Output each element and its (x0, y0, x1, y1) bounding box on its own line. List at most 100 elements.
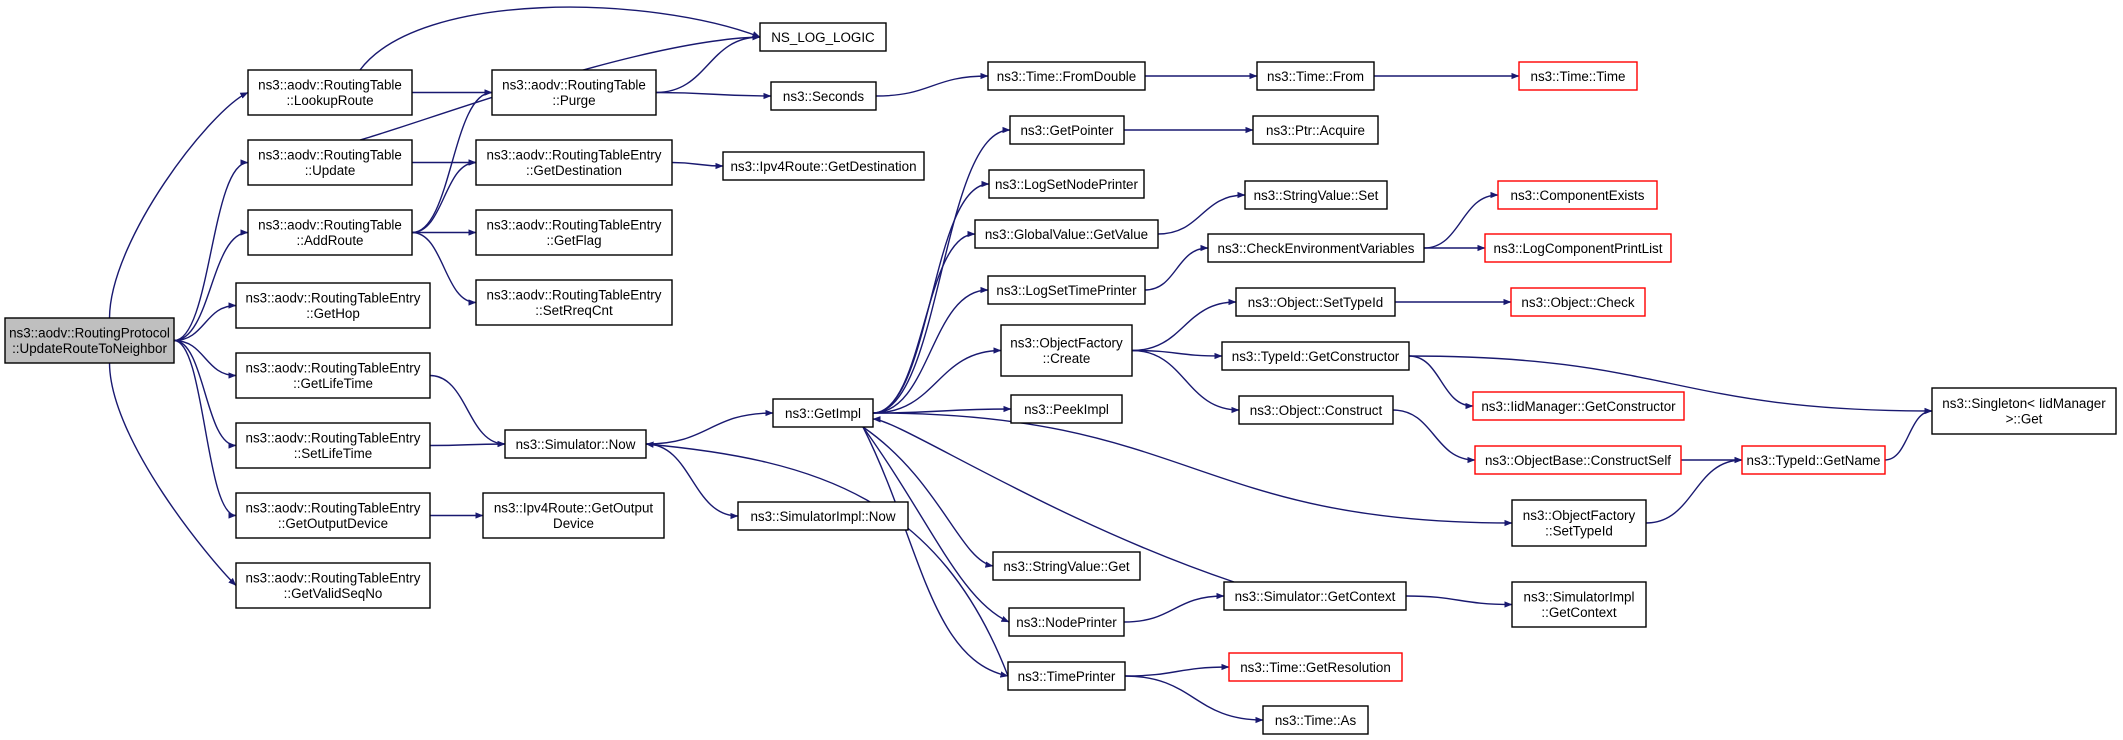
graph-node-box[interactable] (1262, 705, 1369, 735)
graph-node-root[interactable]: ns3::aodv::RoutingProtocol::UpdateRouteT… (4, 317, 175, 364)
graph-node-box[interactable] (722, 151, 925, 181)
graph-node-box[interactable] (1484, 233, 1672, 263)
graph-node-getlifetime[interactable]: ns3::aodv::RoutingTableEntry::GetLifeTim… (235, 352, 431, 399)
graph-node-checkenv[interactable]: ns3::CheckEnvironmentVariables (1207, 233, 1425, 263)
graph-node-box[interactable] (247, 69, 413, 116)
graph-node-box[interactable] (491, 69, 657, 116)
graph-node-box[interactable] (1207, 233, 1425, 263)
graph-node-box[interactable] (1511, 581, 1647, 628)
graph-node-box[interactable] (475, 209, 673, 256)
graph-node-box[interactable] (235, 562, 431, 609)
graph-node-timefrom[interactable]: ns3::Time::From (1256, 61, 1375, 91)
graph-node-box[interactable] (1510, 287, 1646, 317)
graph-node-box[interactable] (482, 492, 665, 539)
graph-node-typeidgetctor[interactable]: ns3::TypeId::GetConstructor (1221, 341, 1410, 371)
graph-node-box[interactable] (1518, 61, 1638, 91)
graph-node-lookup[interactable]: ns3::aodv::RoutingTable::LookupRoute (247, 69, 413, 116)
graph-node-update[interactable]: ns3::aodv::RoutingTable::Update (247, 139, 413, 186)
graph-node-box[interactable] (235, 282, 431, 329)
graph-node-nslog[interactable]: NS_LOG_LOGIC (759, 22, 887, 52)
graph-node-box[interactable] (504, 429, 647, 459)
graph-node-box[interactable] (770, 81, 877, 111)
graph-node-box[interactable] (247, 139, 413, 186)
graph-node-box[interactable] (235, 492, 431, 539)
graph-node-ofsettypeid[interactable]: ns3::ObjectFactory::SetTypeId (1511, 499, 1647, 547)
graph-node-objcheck[interactable]: ns3::Object::Check (1510, 287, 1646, 317)
graph-node-addroute[interactable]: ns3::aodv::RoutingTable::AddRoute (247, 209, 413, 256)
graph-node-objbasector[interactable]: ns3::ObjectBase::ConstructSelf (1474, 445, 1682, 475)
graph-node-box[interactable] (1010, 394, 1123, 424)
graph-node-svset[interactable]: ns3::StringValue::Set (1244, 180, 1388, 210)
graph-node-iidgetctor[interactable]: ns3::IidManager::GetConstructor (1472, 391, 1685, 421)
graph-node-box[interactable] (1256, 61, 1375, 91)
graph-node-ipv4outdev[interactable]: ns3::Ipv4Route::GetOutputDevice (482, 492, 665, 539)
graph-node-singleton[interactable]: ns3::Singleton< IidManager>::Get (1931, 387, 2117, 435)
graph-node-peekimpl[interactable]: ns3::PeekImpl (1010, 394, 1123, 424)
graph-node-getdest[interactable]: ns3::aodv::RoutingTableEntry::GetDestina… (475, 139, 673, 186)
graph-node-box[interactable] (1472, 391, 1685, 421)
graph-node-box[interactable] (247, 209, 413, 256)
graph-node-simgetcontext[interactable]: ns3::Simulator::GetContext (1223, 581, 1407, 611)
graph-node-box[interactable] (974, 219, 1159, 249)
graph-node-box[interactable] (1474, 445, 1682, 475)
graph-node-box[interactable] (1235, 287, 1396, 317)
graph-node-objsettypeid[interactable]: ns3::Object::SetTypeId (1235, 287, 1396, 317)
graph-node-box[interactable] (1223, 581, 1407, 611)
graph-node-ofcreate[interactable]: ns3::ObjectFactory::Create (1000, 324, 1133, 377)
graph-node-box[interactable] (988, 169, 1145, 199)
graph-node-getimpl[interactable]: ns3::GetImpl (772, 398, 874, 428)
graph-node-seconds[interactable]: ns3::Seconds (770, 81, 877, 111)
graph-node-setlifetime[interactable]: ns3::aodv::RoutingTableEntry::SetLifeTim… (235, 422, 431, 469)
graph-node-box[interactable] (772, 398, 874, 428)
graph-node-compexists[interactable]: ns3::ComponentExists (1497, 180, 1658, 210)
graph-node-box[interactable] (1228, 652, 1403, 682)
graph-node-box[interactable] (737, 501, 909, 531)
graph-node-logtimeprinter[interactable]: ns3::LogSetTimePrinter (987, 275, 1146, 305)
graph-node-gettimeres[interactable]: ns3::Time::GetResolution (1228, 652, 1403, 682)
graph-node-box[interactable] (235, 352, 431, 399)
graph-node-getpointer[interactable]: ns3::GetPointer (1009, 115, 1125, 145)
graph-node-simnow[interactable]: ns3::Simulator::Now (504, 429, 647, 459)
graph-node-timeas[interactable]: ns3::Time::As (1262, 705, 1369, 735)
graph-node-box[interactable] (987, 61, 1146, 91)
graph-node-box[interactable] (992, 551, 1141, 581)
graph-node-setrreq[interactable]: ns3::aodv::RoutingTableEntry::SetRreqCnt (475, 279, 673, 326)
graph-node-box[interactable] (1931, 387, 2117, 435)
graph-node-box[interactable] (1221, 341, 1410, 371)
graph-node-box[interactable] (1009, 115, 1125, 145)
graph-node-objconstruct[interactable]: ns3::Object::Construct (1238, 395, 1394, 425)
graph-node-box[interactable] (1007, 661, 1126, 691)
graph-node-box[interactable] (1511, 499, 1647, 547)
graph-node-ipv4dest[interactable]: ns3::Ipv4Route::GetDestination (722, 151, 925, 181)
graph-node-box[interactable] (1497, 180, 1658, 210)
graph-node-fromdouble[interactable]: ns3::Time::FromDouble (987, 61, 1146, 91)
graph-node-svget[interactable]: ns3::StringValue::Get (992, 551, 1141, 581)
graph-node-box[interactable] (475, 279, 673, 326)
graph-node-logcompprint[interactable]: ns3::LogComponentPrintList (1484, 233, 1672, 263)
graph-node-getoutdev[interactable]: ns3::aodv::RoutingTableEntry::GetOutputD… (235, 492, 431, 539)
graph-node-box[interactable] (475, 139, 673, 186)
graph-node-box[interactable] (235, 422, 431, 469)
graph-node-box[interactable] (4, 317, 175, 364)
graph-node-simimplnow[interactable]: ns3::SimulatorImpl::Now (737, 501, 909, 531)
graph-node-box[interactable] (1238, 395, 1394, 425)
graph-node-box[interactable] (987, 275, 1146, 305)
graph-node-box[interactable] (1244, 180, 1388, 210)
graph-node-box[interactable] (1008, 607, 1125, 637)
graph-node-box[interactable] (1741, 445, 1886, 475)
graph-node-purge[interactable]: ns3::aodv::RoutingTable::Purge (491, 69, 657, 116)
graph-node-box[interactable] (1252, 115, 1379, 145)
graph-node-timeprinter[interactable]: ns3::TimePrinter (1007, 661, 1126, 691)
graph-node-typeidgetname[interactable]: ns3::TypeId::GetName (1741, 445, 1886, 475)
graph-node-nodeprinter[interactable]: ns3::NodePrinter (1008, 607, 1125, 637)
graph-node-getvalidseq[interactable]: ns3::aodv::RoutingTableEntry::GetValidSe… (235, 562, 431, 609)
graph-node-box[interactable] (759, 22, 887, 52)
graph-node-getflag[interactable]: ns3::aodv::RoutingTableEntry::GetFlag (475, 209, 673, 256)
graph-node-lognodeprinter[interactable]: ns3::LogSetNodePrinter (988, 169, 1145, 199)
graph-node-timetime[interactable]: ns3::Time::Time (1518, 61, 1638, 91)
graph-node-ptracquire[interactable]: ns3::Ptr::Acquire (1252, 115, 1379, 145)
graph-node-gethop[interactable]: ns3::aodv::RoutingTableEntry::GetHop (235, 282, 431, 329)
graph-node-box[interactable] (1000, 324, 1133, 377)
graph-node-simimplctx[interactable]: ns3::SimulatorImpl::GetContext (1511, 581, 1647, 628)
graph-node-gvgetvalue[interactable]: ns3::GlobalValue::GetValue (974, 219, 1159, 249)
